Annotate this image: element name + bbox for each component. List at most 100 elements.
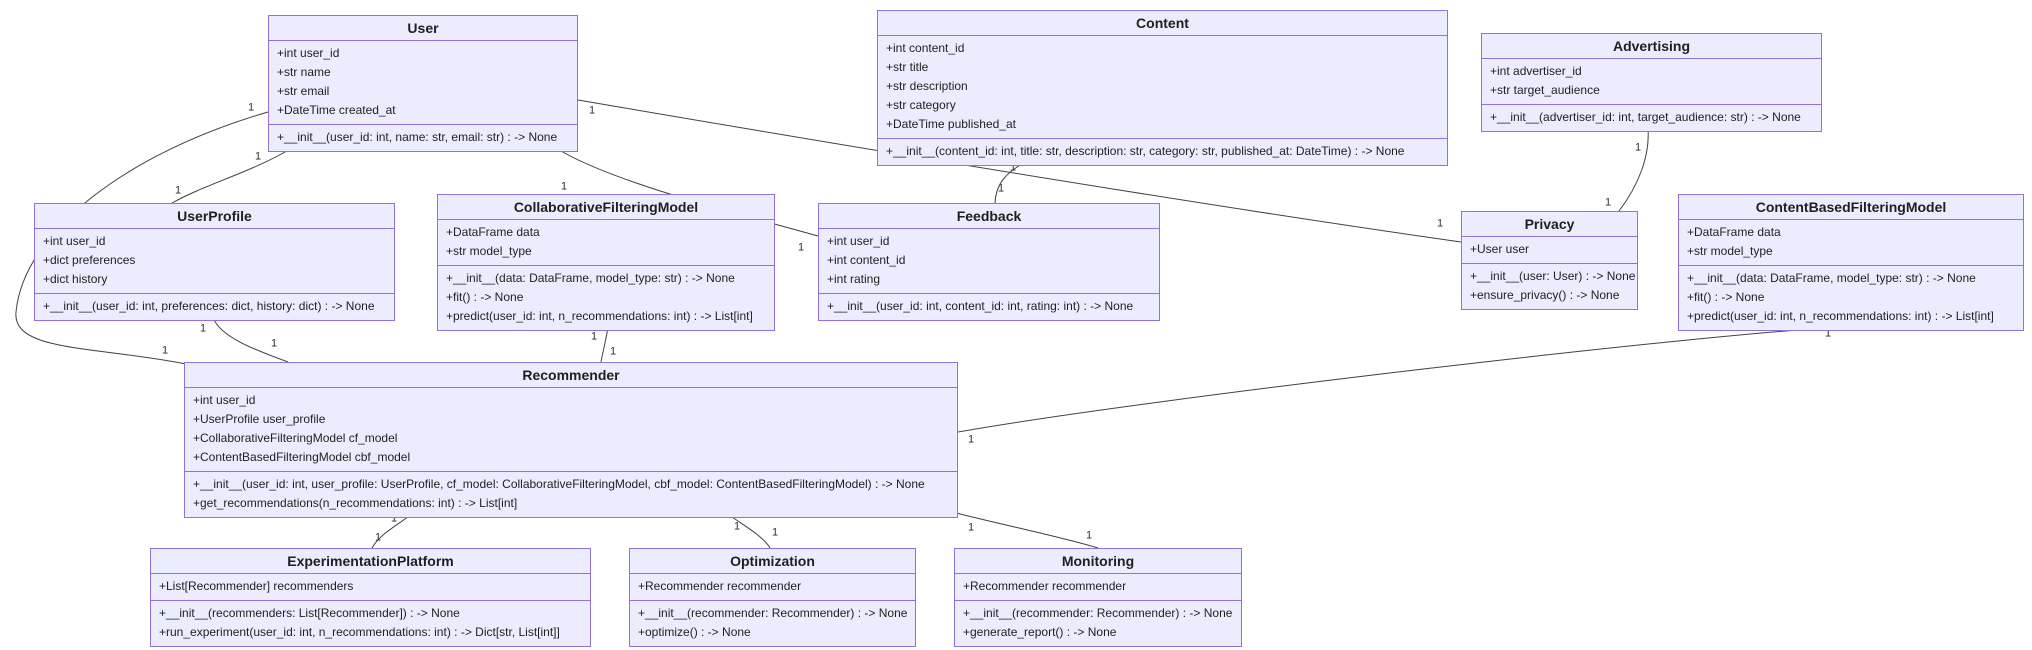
attribute-row: +str model_type — [446, 244, 532, 258]
edge-user-privacy — [577, 99, 1462, 243]
multiplicity-label: 1 — [1085, 529, 1093, 542]
multiplicity-label: 1 — [161, 344, 169, 357]
method-row: +generate_report() : -> None — [963, 625, 1117, 639]
attribute-row: +int user_id — [193, 393, 256, 407]
class-attributes-section: +int user_id+int content_id+int rating — [819, 228, 1159, 293]
edge-userprofile-recommender — [212, 316, 289, 363]
method-row: +fit() : -> None — [446, 290, 524, 304]
class-attributes-section: +DataFrame data +str model_type — [438, 219, 774, 265]
edge-user-recommender — [15, 111, 269, 365]
class-title: ContentBasedFilteringModel — [1755, 199, 1947, 215]
class-contentbasedfilteringmodel[interactable]: ContentBasedFilteringModel +DataFrame dat… — [1678, 194, 2024, 331]
edge-recommender-monitoring — [955, 512, 1099, 549]
multiplicity-label: 1 — [590, 330, 598, 343]
class-experimentationplatform[interactable]: ExperimentationPlatform+List[Recommender… — [150, 548, 591, 647]
edge-contentbasedfilteringmodel-recommender — [957, 326, 1846, 433]
attribute-row: +str category — [886, 98, 956, 112]
class-content[interactable]: Content+int content_id+str title+str des… — [877, 10, 1448, 166]
attribute-row: +UserProfile user_profile — [193, 412, 326, 426]
class-title: User — [407, 20, 439, 36]
multiplicity-label: 1 — [247, 101, 255, 114]
attribute-row: +dict history — [43, 272, 108, 286]
class-attributes-section: +DataFrame data +str model_type — [1679, 219, 2023, 265]
method-row: +__init__(recommenders: List[Recommender… — [159, 606, 460, 620]
class-attributes-section: +Recommender recommender — [630, 573, 915, 600]
edge-user-userprofile — [171, 147, 293, 204]
attribute-row: +str email — [277, 84, 330, 98]
multiplicity-label: 1 — [1009, 161, 1017, 174]
multiplicity-label: 1 — [560, 180, 568, 193]
attribute-row: +str model_type — [1687, 244, 1773, 258]
class-user[interactable]: User+int user_id+str name+str email+Date… — [268, 15, 578, 152]
class-attributes-section: +int user_id+dict preferences+dict histo… — [35, 228, 394, 293]
class-attributes-section: +int user_id +UserProfile user_profile +Co… — [185, 387, 957, 471]
attribute-row: +str description — [886, 79, 968, 93]
edge-collaborativefilteringmodel-recommender — [600, 326, 609, 363]
class-title: Feedback — [956, 208, 1022, 224]
class-title: UserProfile — [177, 208, 252, 224]
attribute-row: +DataFrame data — [1687, 225, 1781, 239]
class-methods-section: +__init__(user_id: int, content_id: int,… — [819, 293, 1159, 320]
class-title: Privacy — [1524, 216, 1575, 232]
class-advertising[interactable]: Advertising +int advertiser_id+str target… — [1481, 33, 1822, 132]
attribute-row: +int user_id — [277, 46, 340, 60]
attribute-row: +DataFrame data — [446, 225, 540, 239]
method-row: +__init__(user_id: int, content_id: int,… — [827, 299, 1134, 313]
method-row: +__init__(advertiser_id: int, target_aud… — [1490, 110, 1801, 124]
method-row: +predict(user_id: int, n_recommendations… — [446, 309, 753, 323]
class-feedback[interactable]: Feedback +int user_id+int content_id+int … — [818, 203, 1160, 321]
attribute-row: +Recommender recommender — [638, 579, 802, 593]
method-row: +__init__(user_id: int, user_profile: Us… — [193, 477, 925, 491]
class-title: Optimization — [730, 553, 815, 569]
multiplicity-label: 1 — [733, 520, 741, 533]
method-row: +__init__(recommender: Recommender) : ->… — [638, 606, 908, 620]
multiplicity-label: 1 — [609, 345, 617, 358]
class-title: Advertising — [1612, 38, 1690, 54]
attribute-row: +int content_id — [886, 41, 965, 55]
attribute-row: +int user_id — [827, 234, 890, 248]
class-methods-section: +__init__(recommender: Recommender) : ->… — [955, 600, 1241, 646]
multiplicity-label: 1 — [1634, 141, 1642, 154]
class-attributes-section: +int user_id+str name+str email+DateTime… — [269, 40, 577, 124]
method-row: +get_recommendations(n_recommendations: … — [193, 496, 518, 510]
method-row: +ensure_privacy() : -> None — [1470, 288, 1620, 302]
multiplicity-label: 1 — [1604, 196, 1612, 209]
class-title: CollaborativeFilteringModel — [513, 199, 699, 215]
class-recommender[interactable]: Recommender +int user_id +UserProfile user… — [184, 362, 958, 518]
multiplicity-label: 1 — [1436, 217, 1444, 230]
method-row: +__init__(content_id: int, title: str, d… — [886, 144, 1405, 158]
class-attributes-section: +Recommender recommender — [955, 573, 1241, 600]
method-row: +__init__(user_id: int, name: str, email… — [277, 130, 558, 144]
attribute-row: +Recommender recommender — [963, 579, 1127, 593]
method-row: +__init__(user_id: int, preferences: dic… — [43, 299, 375, 313]
class-privacy[interactable]: Privacy +User user +__init__(user: User) :… — [1461, 211, 1638, 310]
method-row: +fit() : -> None — [1687, 290, 1765, 304]
class-methods-section: +__init__(user_id: int, name: str, email… — [269, 124, 577, 151]
class-userprofile[interactable]: UserProfile +int user_id+dict preferences… — [34, 203, 395, 321]
class-methods-section: +__init__(user: User) : -> None+ensure_p… — [1462, 263, 1637, 309]
class-title: Recommender — [522, 367, 620, 383]
class-methods-section: +__init__(content_id: int, title: str, d… — [878, 138, 1447, 165]
class-monitoring[interactable]: Monitoring+Recommender recommender+__ini… — [954, 548, 1242, 647]
attribute-row: +CollaborativeFilteringModel cf_model — [193, 431, 398, 445]
class-collaborativefilteringmodel[interactable]: CollaborativeFilteringModel +DataFrame da… — [437, 194, 775, 331]
multiplicity-label: 1 — [374, 531, 382, 544]
attribute-row: +str name — [277, 65, 331, 79]
multiplicity-label: 1 — [967, 521, 975, 534]
class-methods-section: +__init__(user_id: int, user_profile: Us… — [185, 471, 957, 517]
attribute-row: +DateTime published_at — [886, 117, 1016, 131]
attribute-row: +int user_id — [43, 234, 106, 248]
class-attributes-section: +User user — [1462, 236, 1637, 263]
class-optimization[interactable]: Optimization +Recommender recommender +__i… — [629, 548, 916, 647]
attribute-row: +ContentBasedFilteringModel cbf_model — [193, 450, 411, 464]
attribute-row: +User user — [1470, 242, 1530, 256]
class-attributes-section: +int advertiser_id+str target_audience — [1482, 58, 1821, 104]
method-row: +__init__(data: DataFrame, model_type: s… — [446, 271, 735, 285]
attribute-row: +str target_audience — [1490, 83, 1600, 97]
method-row: +predict(user_id: int, n_recommendations… — [1687, 309, 1994, 323]
method-row: +__init__(data: DataFrame, model_type: s… — [1687, 271, 1976, 285]
multiplicity-label: 1 — [174, 184, 182, 197]
class-title: ExperimentationPlatform — [287, 553, 454, 569]
attribute-row: +int rating — [827, 272, 881, 286]
